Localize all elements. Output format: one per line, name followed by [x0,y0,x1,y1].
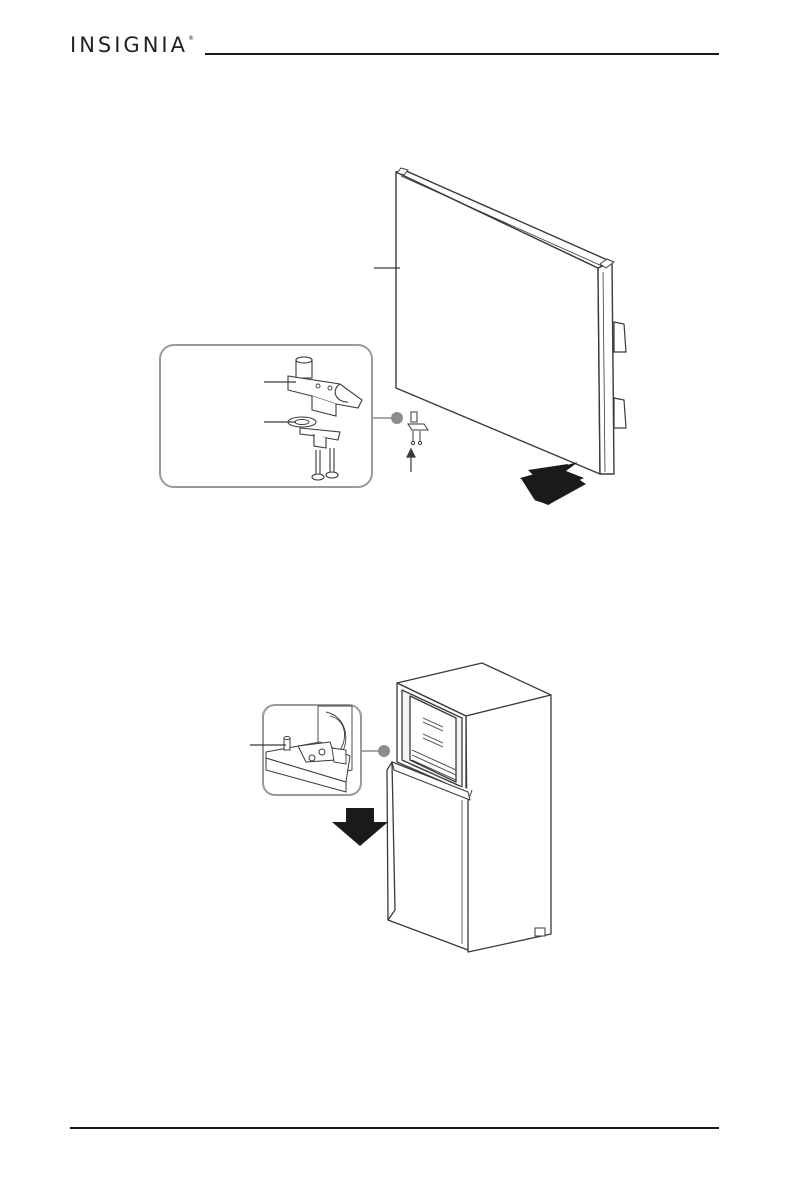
footer-rule [70,1127,719,1129]
top-hinge-callout-connector [360,745,390,757]
lower-door-arrow [332,808,388,846]
refrigerator-feet [535,928,545,936]
top-hinge-detail-inset [250,705,361,795]
lower-door [387,762,472,950]
